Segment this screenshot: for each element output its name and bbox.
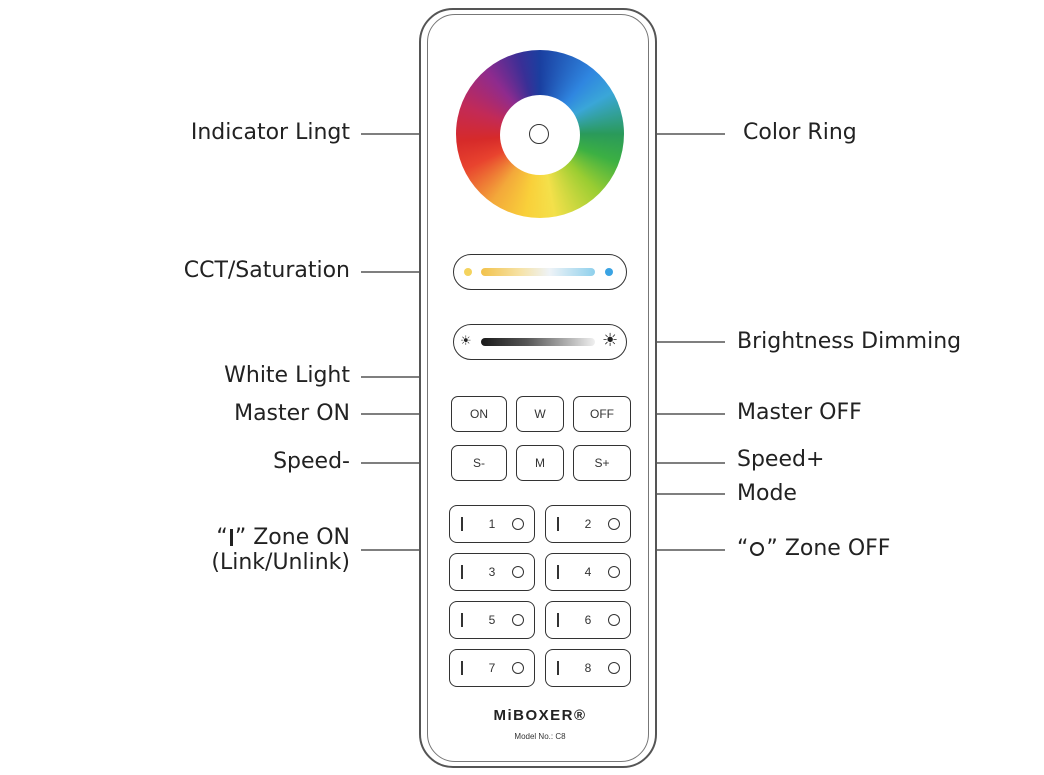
cct-cool-dot: [605, 268, 613, 276]
quote-open: “: [737, 536, 749, 561]
zone-on-icon[interactable]: [557, 661, 559, 675]
label-brightness-dimming: Brightness Dimming: [737, 329, 962, 354]
remote-face: [427, 14, 649, 762]
brightness-gradient-bar: [481, 338, 595, 346]
zone-button[interactable]: 5: [449, 601, 535, 639]
brand-logo: MiBOXER®: [493, 707, 587, 724]
label-cct-saturation: CCT/Saturation: [183, 258, 350, 283]
sun-large-icon: ☀: [602, 330, 619, 351]
zone-on-icon[interactable]: [461, 661, 463, 675]
zone-off-icon: [750, 542, 765, 556]
speed-plus-button[interactable]: S+: [573, 445, 631, 481]
zone-number: 1: [488, 517, 496, 531]
model-number: Model No.: C8: [514, 732, 566, 741]
zone-number: 6: [584, 613, 592, 627]
cct-warm-dot: [464, 268, 472, 276]
zone-off-icon[interactable]: [608, 566, 620, 578]
zone-button[interactable]: 4: [545, 553, 631, 591]
zone-button[interactable]: 6: [545, 601, 631, 639]
zone-off-text: Zone OFF: [784, 536, 891, 561]
zone-off-icon[interactable]: [608, 614, 620, 626]
zone-off-icon[interactable]: [512, 518, 524, 530]
zone-number: 5: [488, 613, 496, 627]
label-indicator-light: Indicator Lingt: [190, 120, 350, 145]
quote-open: “: [216, 525, 228, 550]
zone-number: 4: [584, 565, 592, 579]
zone-number: 3: [488, 565, 496, 579]
zone-number: 2: [584, 517, 592, 531]
zone-on-subtext: (Link/Unlink): [211, 550, 350, 576]
cct-gradient-bar: [481, 268, 595, 276]
zone-on-icon[interactable]: [461, 613, 463, 627]
mode-button[interactable]: M: [516, 445, 564, 481]
zone-off-icon[interactable]: [512, 662, 524, 674]
label-color-ring: Color Ring: [743, 120, 857, 145]
quote-close: ”: [766, 536, 778, 561]
label-white-light: White Light: [224, 363, 350, 388]
zone-on-icon: [229, 529, 233, 546]
speed-minus-button[interactable]: S-: [451, 445, 507, 481]
zone-number: 7: [488, 661, 496, 675]
zone-on-icon[interactable]: [461, 517, 463, 531]
white-light-button[interactable]: W: [516, 396, 564, 432]
zone-button[interactable]: 1: [449, 505, 535, 543]
label-speed-plus: Speed+: [737, 447, 825, 472]
zone-on-icon[interactable]: [461, 565, 463, 579]
zone-off-icon[interactable]: [512, 614, 524, 626]
off-button[interactable]: OFF: [573, 396, 631, 432]
zone-on-text: Zone ON: [253, 525, 350, 550]
label-zone-off: “ ” Zone OFF: [737, 536, 890, 561]
zone-on-icon[interactable]: [557, 565, 559, 579]
label-speed-minus: Speed-: [273, 449, 350, 474]
sun-small-icon: ☀: [460, 334, 472, 349]
zone-button[interactable]: 8: [545, 649, 631, 687]
zone-off-icon[interactable]: [608, 518, 620, 530]
quote-close: ”: [234, 525, 247, 550]
zone-button[interactable]: 3: [449, 553, 535, 591]
label-zone-on: “” Zone ON (Link/Unlink): [211, 525, 350, 576]
zone-button[interactable]: 7: [449, 649, 535, 687]
indicator-light: [529, 124, 549, 144]
zone-number: 8: [584, 661, 592, 675]
on-button[interactable]: ON: [451, 396, 507, 432]
zone-on-icon[interactable]: [557, 613, 559, 627]
zone-button[interactable]: 2: [545, 505, 631, 543]
zone-off-icon[interactable]: [608, 662, 620, 674]
label-master-off: Master OFF: [737, 400, 862, 425]
zone-off-icon[interactable]: [512, 566, 524, 578]
zone-on-icon[interactable]: [557, 517, 559, 531]
label-master-on: Master ON: [234, 401, 350, 426]
label-mode: Mode: [737, 481, 797, 506]
